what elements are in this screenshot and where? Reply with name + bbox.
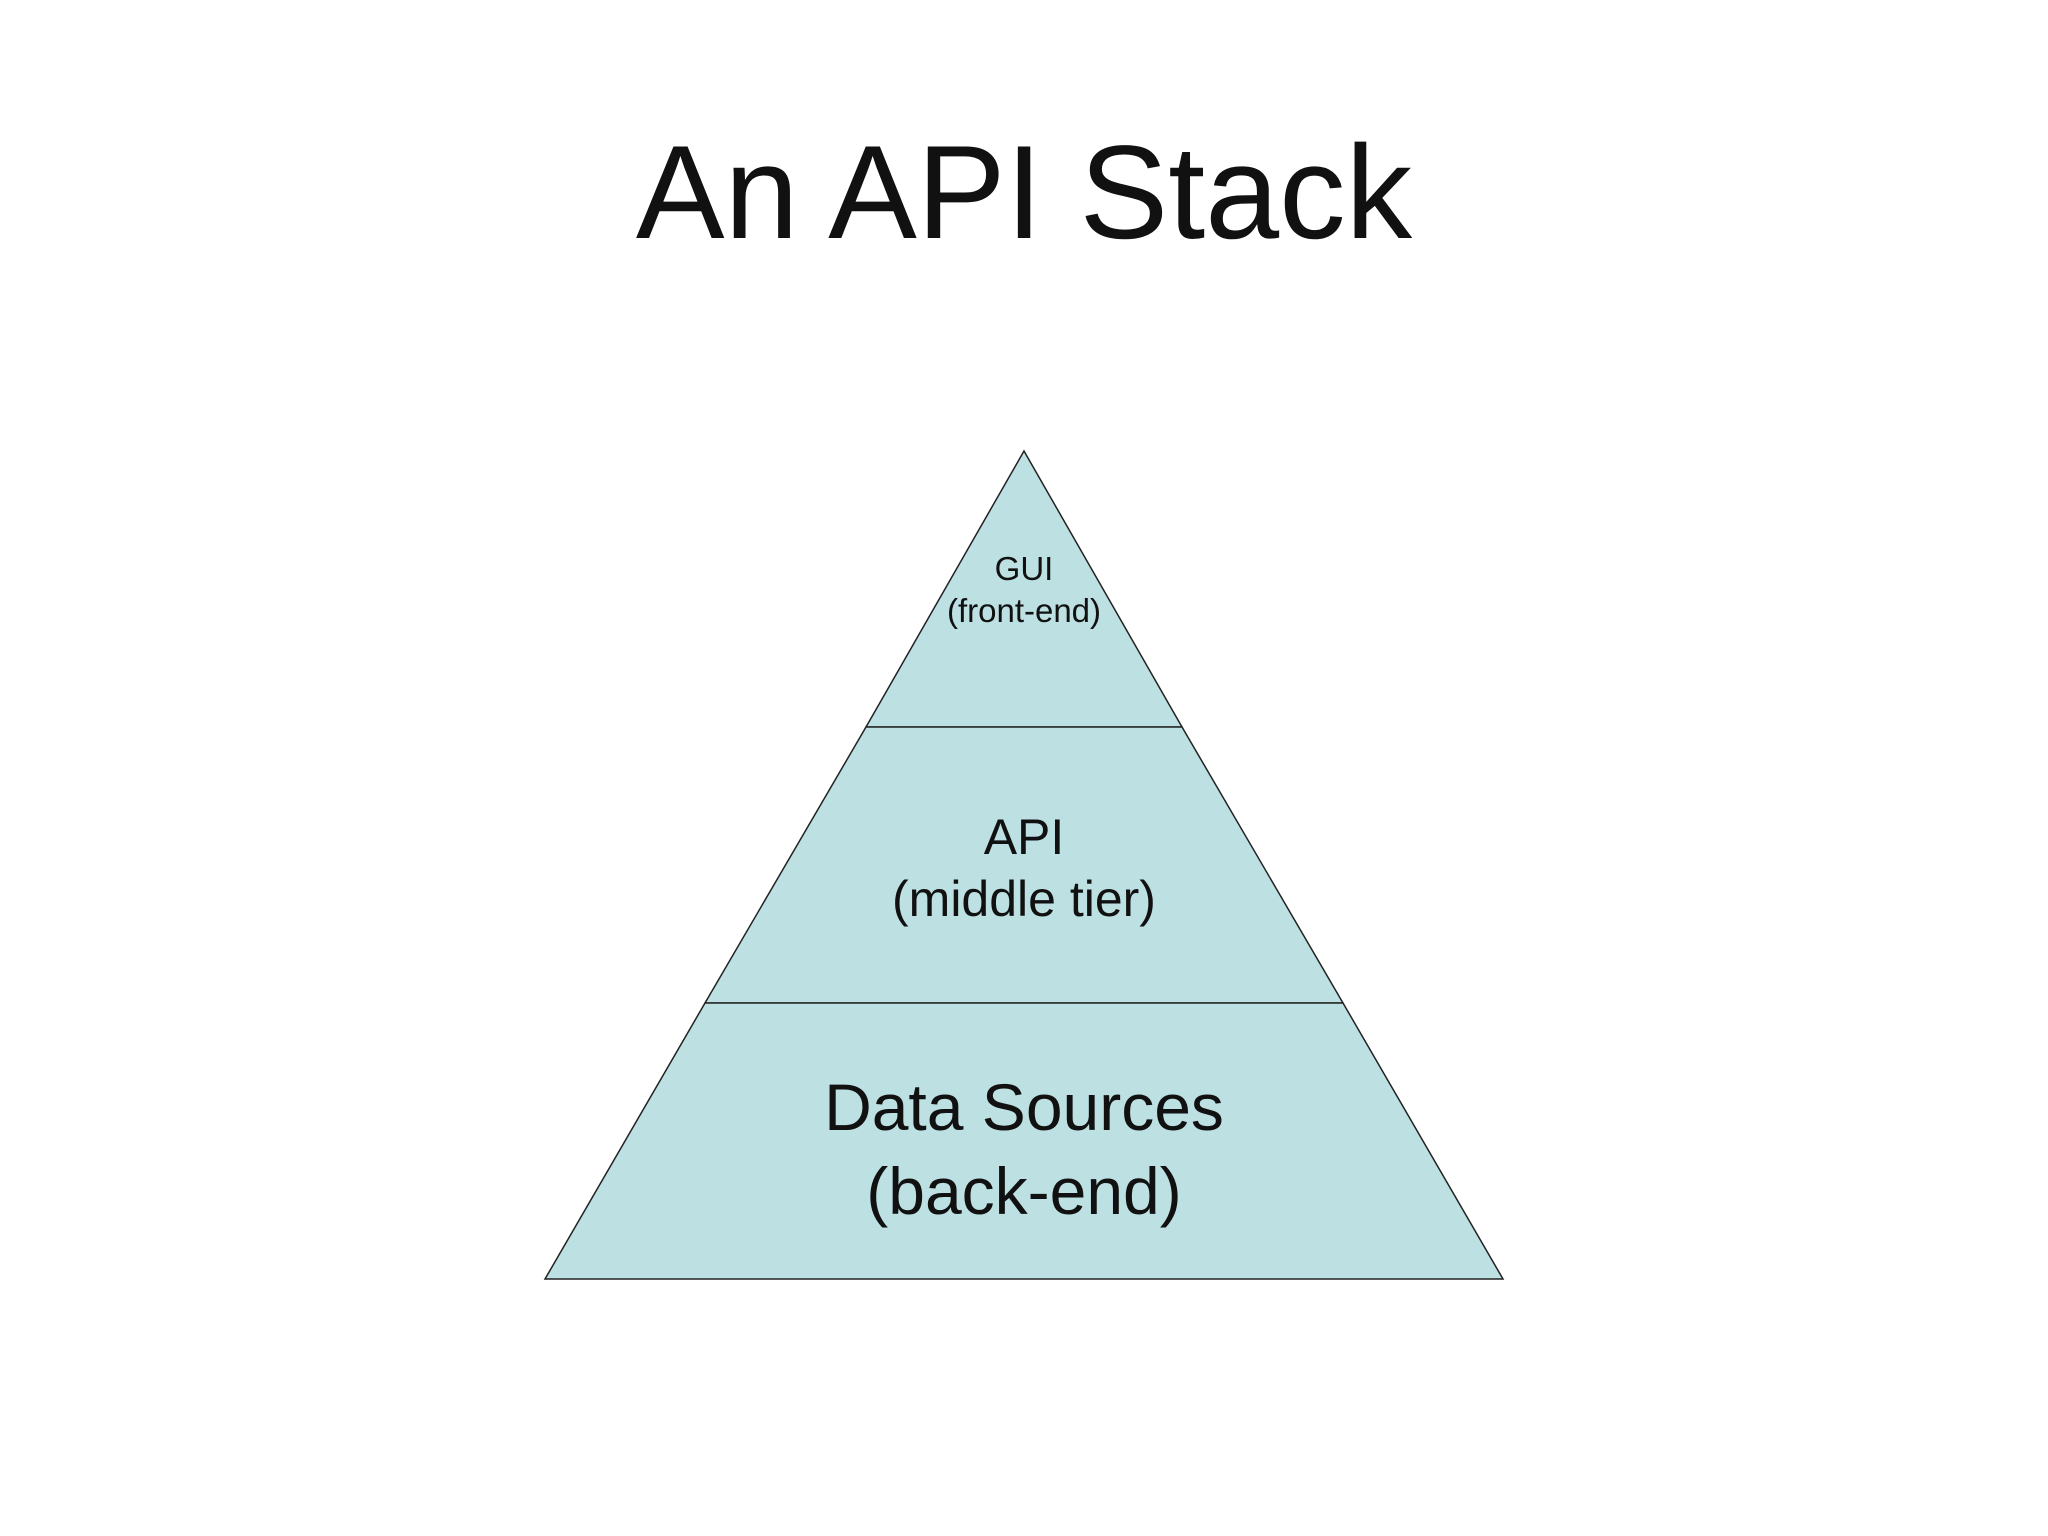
tier-name-data-sources: Data Sources <box>824 1070 1224 1144</box>
tier-name-api: API <box>983 809 1065 865</box>
pyramid-tier-data-sources <box>543 1002 1505 1280</box>
tier-subtitle-gui: (front-end) <box>946 592 1102 629</box>
tier-name-gui: GUI <box>994 550 1054 587</box>
slide-title: An API Stack <box>635 119 1413 267</box>
tier-label-api: API (middle tier) <box>774 806 1274 930</box>
tier-label-data-sources: Data Sources (back-end) <box>724 1065 1324 1233</box>
tier-label-gui: GUI (front-end) <box>824 548 1224 632</box>
tier-subtitle-data-sources: (back-end) <box>866 1154 1182 1228</box>
tier-subtitle-api: (middle tier) <box>892 871 1156 927</box>
